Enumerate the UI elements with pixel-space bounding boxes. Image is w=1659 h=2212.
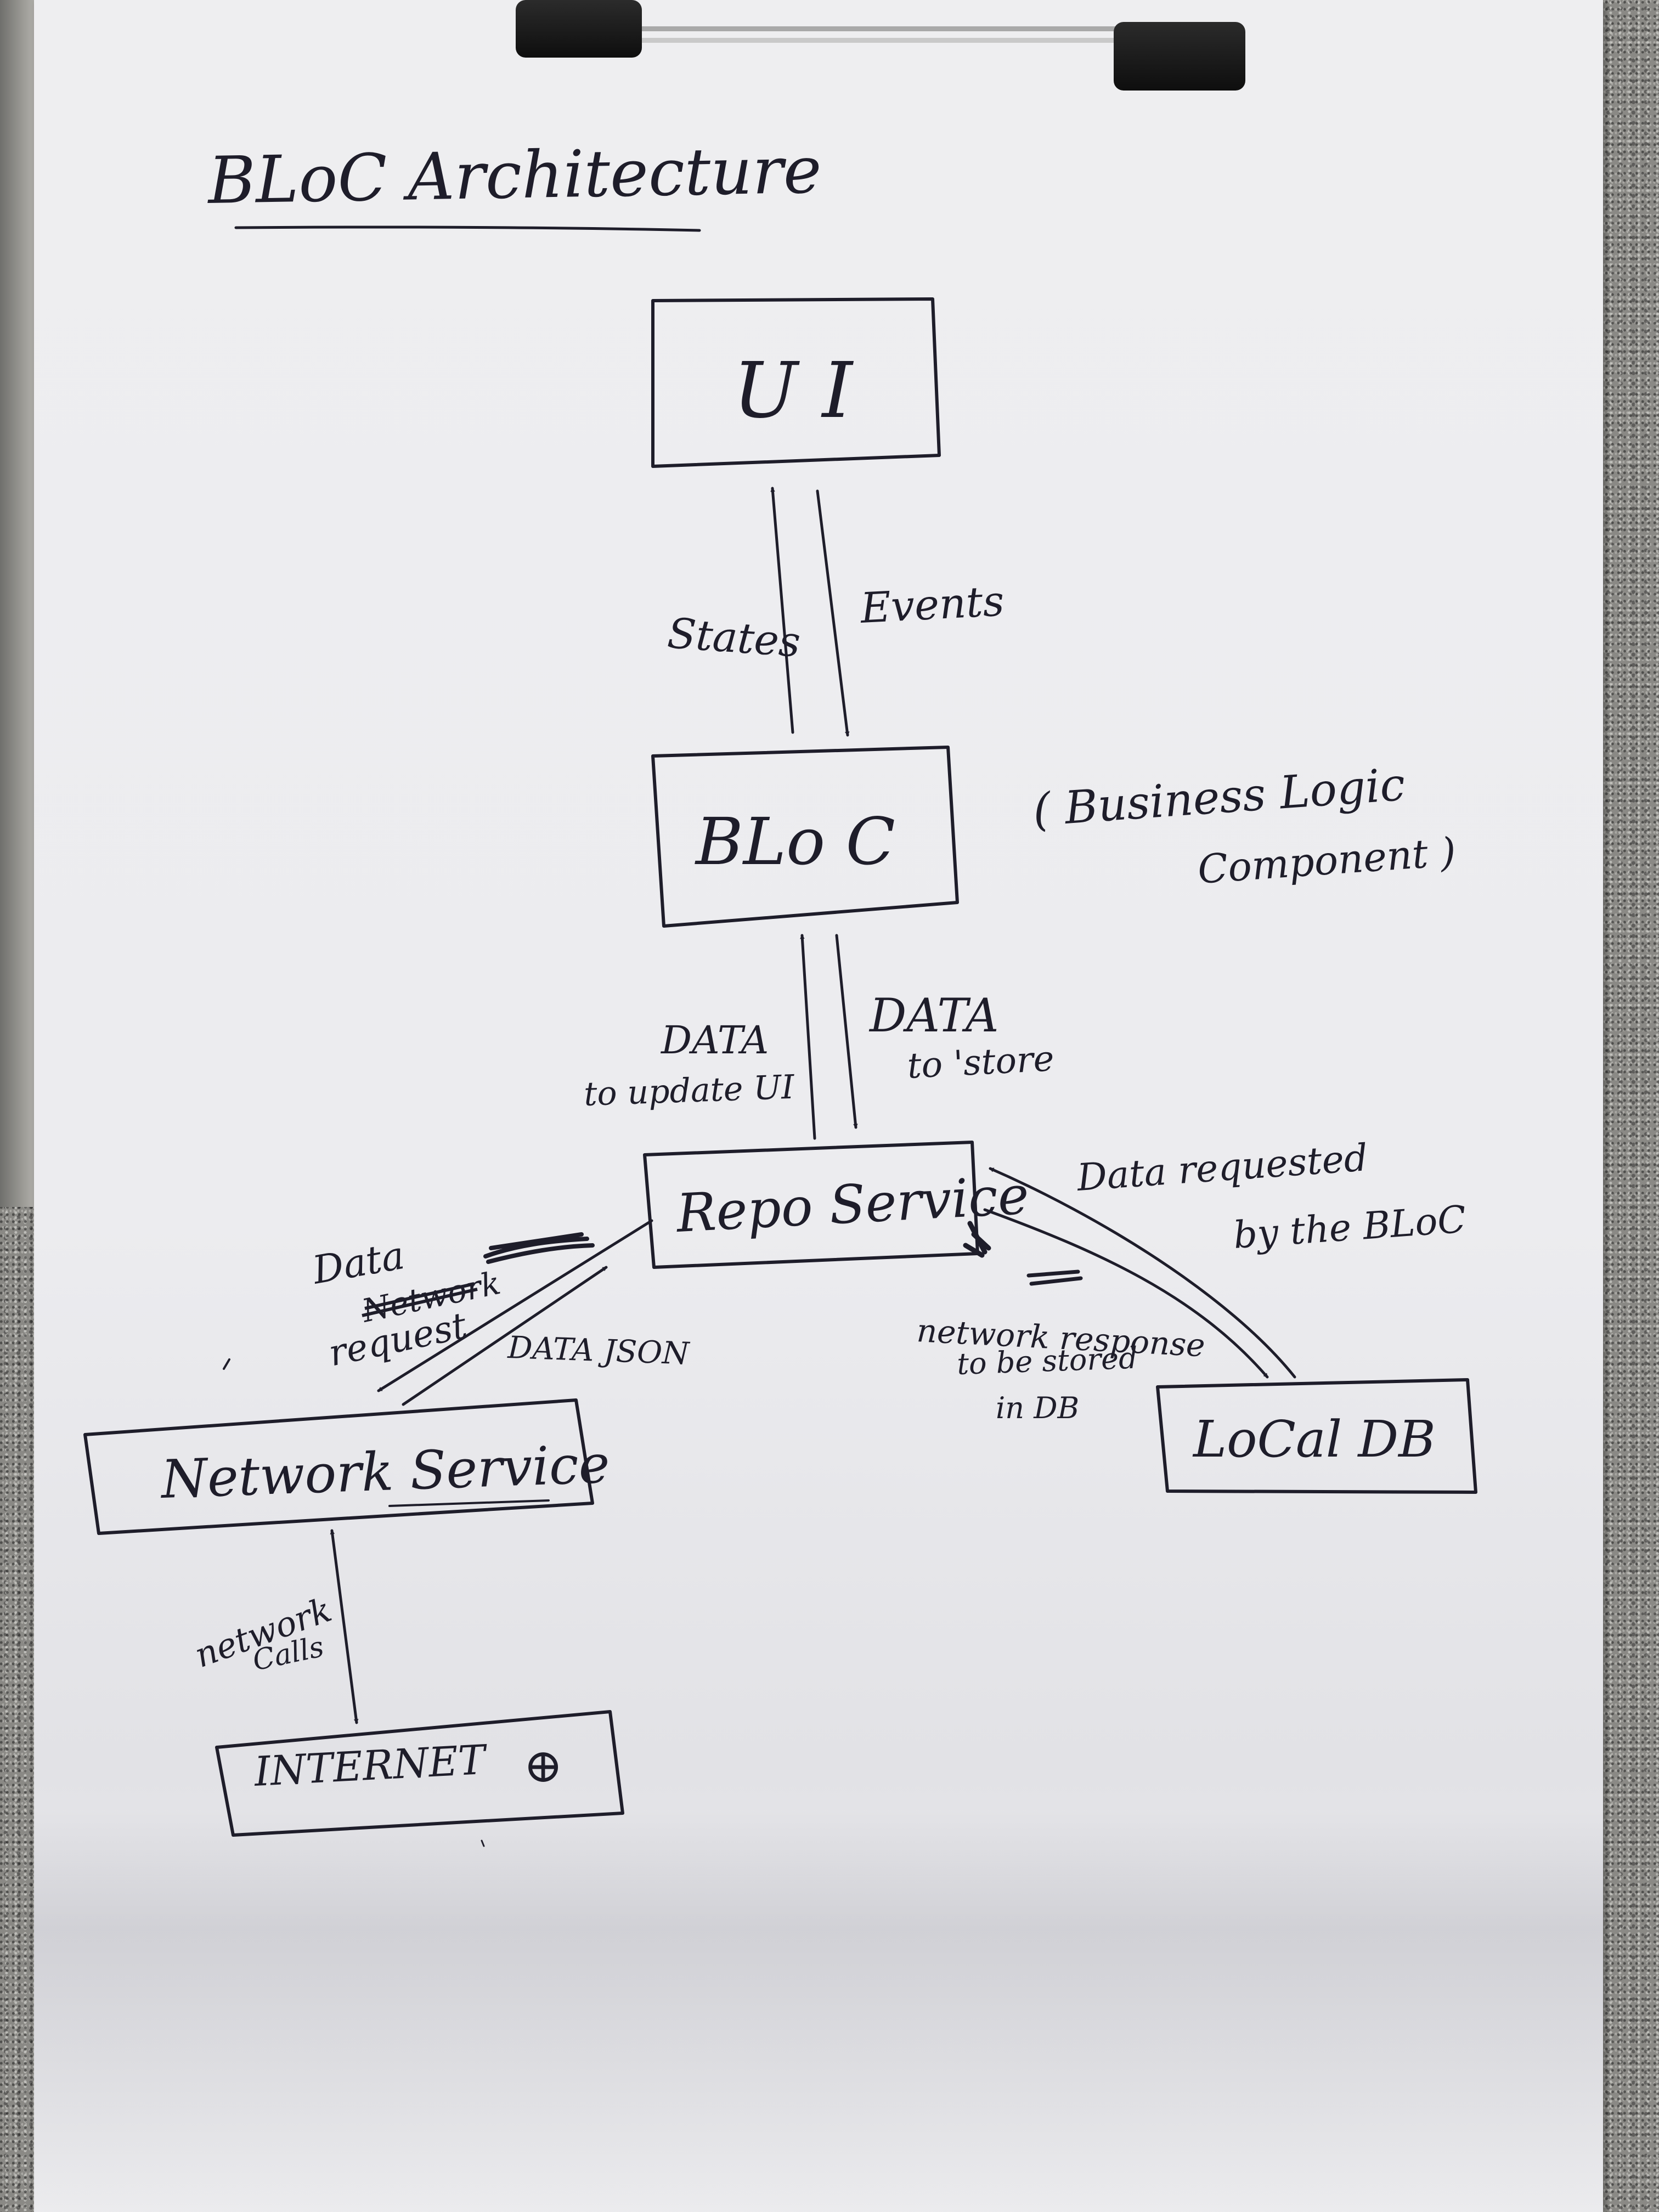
local-db-box [1156, 1378, 1477, 1494]
ui-node: U I [651, 297, 941, 468]
data-down-label-1: DATA [868, 989, 999, 1042]
paper-shadow [34, 1810, 1603, 2212]
internet-node: INTERNET ⊕ [215, 1710, 624, 1837]
network-calls-arrow [330, 1529, 359, 1724]
title-underline [234, 225, 701, 232]
diagram-title: BLoC Architecture [206, 132, 822, 218]
data-json-arrow [402, 1266, 608, 1406]
internet-label: INTERNET [252, 1736, 489, 1796]
network-service-box [83, 1398, 594, 1535]
ui-box [651, 297, 941, 468]
bloc-box [651, 746, 959, 928]
data-up-arrow [800, 934, 816, 1140]
events-arrow [816, 489, 850, 737]
db-response-label-2: to be stored [956, 1341, 1138, 1381]
network-service-node: Network Service [83, 1398, 611, 1535]
strike-line-2 [364, 1282, 475, 1310]
db-requested-label-2: by the BLoC [1232, 1198, 1468, 1257]
stray-mark-2 [481, 1839, 485, 1847]
internet-box [215, 1710, 624, 1837]
local-db-node: LoCal DB [1156, 1378, 1477, 1494]
bloc-note-line2: Component ) [1196, 828, 1457, 893]
events-label: Events [858, 576, 1005, 633]
clip-grip-right [1114, 22, 1245, 91]
globe-icon: ⊕ [523, 1739, 563, 1793]
data-down-arrow [835, 934, 858, 1129]
local-db-label: LoCal DB [1192, 1410, 1436, 1469]
bloc-note-line1: ( Business Logic [1031, 759, 1407, 837]
db-response-label-3: in DB [996, 1391, 1079, 1425]
data-request-label-1: Data [308, 1233, 408, 1293]
data-down-label-2: to 'store [906, 1039, 1055, 1087]
network-service-underline [388, 1499, 550, 1507]
db-response-arrow [983, 1208, 1269, 1379]
bloc-node: BLo C [651, 746, 959, 928]
strike-line-1 [362, 1288, 478, 1317]
clip-grip-left [516, 0, 642, 58]
db-requested-label-1: Data requested [1075, 1136, 1369, 1200]
states-label: States [666, 608, 802, 667]
repo-corner-scribble [963, 1221, 991, 1258]
stray-mark-1 [223, 1358, 230, 1370]
scribble-erasure [483, 1232, 595, 1264]
clipboard-edge [0, 0, 38, 1207]
db-scribble [1026, 1269, 1083, 1286]
db-request-arrow [989, 1167, 1296, 1379]
repo-service-node: Repo Service [643, 1141, 1030, 1269]
bloc-note: ( Business Logic Component ) [1031, 759, 1458, 893]
data-up-label-2: to update UI [583, 1068, 795, 1114]
data-json-label: DATA JSON [507, 1330, 691, 1372]
network-service-label: Network Service [159, 1434, 611, 1511]
ui-label: U I [733, 346, 854, 436]
states-arrow [770, 487, 794, 734]
clip-wire [592, 26, 1141, 43]
paper-sheet [34, 0, 1603, 2212]
bloc-label: BLo C [695, 804, 895, 879]
data-up-label-1: DATA [660, 1018, 769, 1063]
data-request-arrow [377, 1219, 653, 1392]
